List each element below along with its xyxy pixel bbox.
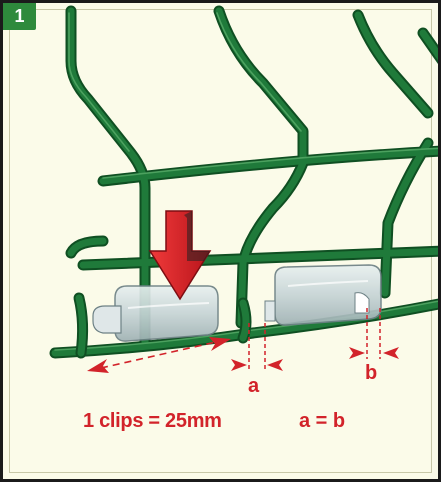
gap-a-label: a	[248, 375, 260, 397]
gap-equality-label: a = b	[299, 410, 346, 432]
down-arrow-icon	[148, 210, 212, 301]
fence-mesh	[49, 5, 438, 359]
step-number-badge: 1	[3, 3, 36, 30]
clip-length-label: 1 clips = 25mm	[83, 410, 222, 432]
clip-left	[92, 285, 219, 342]
gap-a-dimension	[231, 323, 283, 371]
gap-b-dimension	[349, 308, 399, 359]
fence-illustration	[49, 5, 438, 373]
clip-right	[264, 264, 382, 326]
clip-length-dimension	[87, 337, 231, 373]
gap-b-label: b	[365, 362, 378, 384]
